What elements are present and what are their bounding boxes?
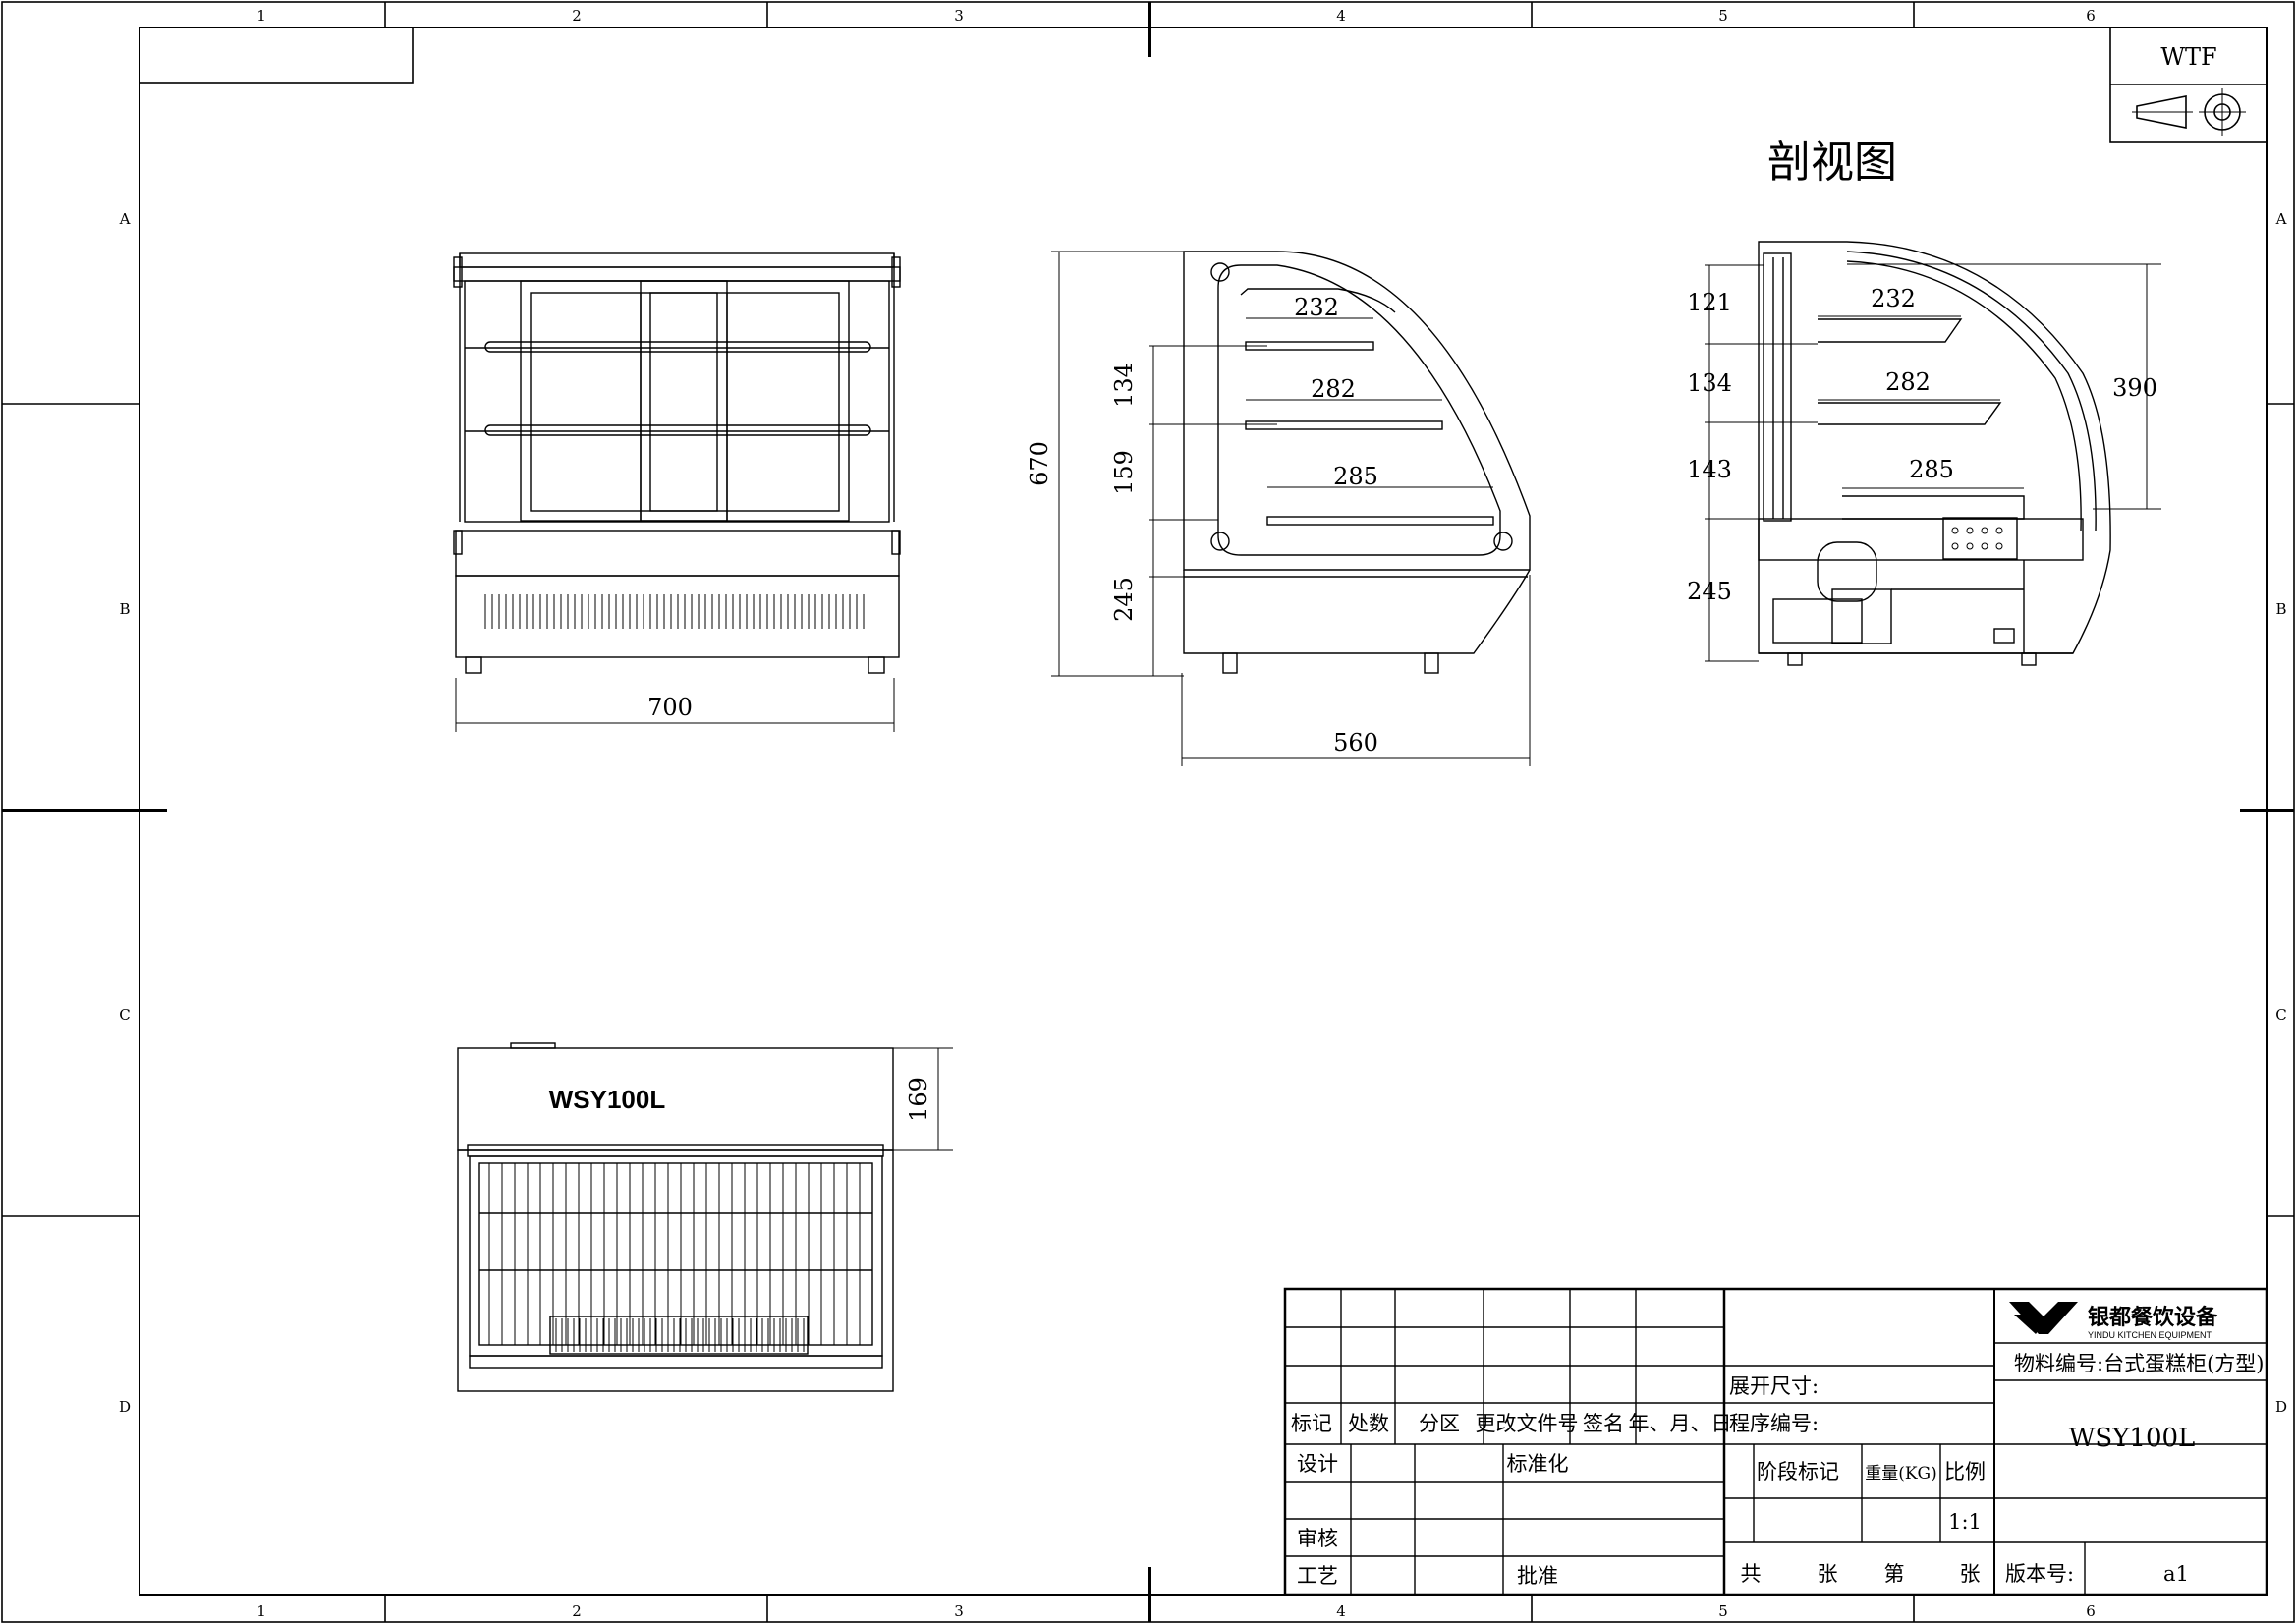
side-total-height: 670 — [1026, 441, 1053, 486]
front-width-dim: 700 — [647, 694, 693, 721]
section-dim-143: 143 — [1687, 456, 1732, 483]
section-view-labels: 121 134 143 245 232 282 285 390 — [1687, 285, 2157, 605]
col-label: 5 — [1718, 1602, 1728, 1620]
label-program-no: 程序编号: — [1729, 1412, 1819, 1435]
label-weight: 重量(KG) — [1865, 1464, 1937, 1484]
col-label: 3 — [954, 7, 964, 25]
row-label: D — [2275, 1398, 2287, 1416]
section-shelf-dim-232: 232 — [1871, 285, 1916, 312]
label-unfold-size: 展开尺寸: — [1729, 1374, 1819, 1398]
label-sheet-no: 第 — [1884, 1562, 1905, 1586]
header-mark: 标记 — [1291, 1412, 1332, 1435]
col-label: 2 — [572, 7, 582, 25]
label-sheet-unit: 张 — [1960, 1562, 1981, 1586]
col-label: 1 — [256, 1602, 266, 1620]
side-depth-dim: 560 — [1333, 729, 1378, 756]
header-sign: 签名 — [1583, 1412, 1624, 1435]
side-shelf-dim-282: 282 — [1311, 375, 1356, 403]
row-label: C — [2275, 1006, 2286, 1024]
title-block — [1283, 1287, 2268, 1596]
label-design: 设计 — [1297, 1452, 1338, 1476]
header-count: 处数 — [1348, 1412, 1389, 1435]
label-scale: 比例 — [1944, 1460, 1986, 1484]
top-view — [457, 1042, 953, 1392]
header-date: 年、月、日 — [1629, 1412, 1732, 1435]
row-label: B — [2275, 600, 2286, 618]
top-view-model: WSY100L — [549, 1085, 666, 1114]
label-standardize: 标准化 — [1507, 1452, 1569, 1476]
col-label: 4 — [1336, 7, 1346, 25]
header-zone: 分区 — [1419, 1412, 1460, 1435]
col-label: 6 — [2086, 1602, 2096, 1620]
col-label: 5 — [1718, 7, 1728, 25]
row-label: B — [119, 600, 130, 618]
label-stage-mark: 阶段标记 — [1757, 1460, 1839, 1484]
row-label: D — [119, 1398, 131, 1416]
section-dim-121: 121 — [1687, 289, 1732, 316]
value-version: a1 — [2163, 1562, 2189, 1586]
label-review: 审核 — [1297, 1527, 1338, 1550]
side-shelf-dim-285: 285 — [1333, 463, 1378, 490]
title-block-text: 标记 处数 分区 更改文件号 签名 年、月、日 设计 标准化 审核 工艺 批准 … — [1291, 1305, 2264, 1588]
side-dim-159: 159 — [1110, 450, 1138, 495]
projection-symbol: WTF — [2109, 27, 2268, 143]
col-label: 4 — [1336, 1602, 1346, 1620]
company-name: 银都餐饮设备 — [2088, 1305, 2218, 1330]
value-scale: 1:1 — [1948, 1510, 1982, 1534]
header-change-doc: 更改文件号 — [1476, 1412, 1579, 1435]
section-dim-245: 245 — [1687, 578, 1732, 605]
section-title: 剖视图 — [1767, 138, 1897, 188]
label-total: 共 — [1741, 1562, 1762, 1586]
label-version: 版本号: — [2005, 1562, 2074, 1586]
section-right-dim-390: 390 — [2112, 374, 2157, 402]
material-number: 物料编号:台式蛋糕柜(方型) — [2014, 1352, 2264, 1375]
side-dim-245: 245 — [1110, 577, 1138, 622]
col-label: 6 — [2086, 7, 2096, 25]
side-view-labels: 670 134 159 245 232 282 285 560 — [1026, 294, 1378, 756]
section-shelf-dim-285: 285 — [1909, 456, 1954, 483]
projection-mark: WTF — [2160, 43, 2216, 71]
label-process: 工艺 — [1297, 1564, 1338, 1588]
model-number: WSY100L — [2069, 1424, 2196, 1453]
col-label: 1 — [256, 7, 266, 25]
label-approve: 批准 — [1517, 1564, 1558, 1588]
section-shelf-dim-282: 282 — [1885, 368, 1931, 396]
label-sheets: 张 — [1818, 1562, 1838, 1586]
row-label: A — [119, 210, 131, 228]
row-label: A — [2275, 210, 2287, 228]
row-label: C — [119, 1006, 130, 1024]
section-view — [1705, 241, 2161, 666]
section-dim-134: 134 — [1687, 369, 1732, 397]
front-view — [453, 252, 901, 732]
side-view — [1051, 251, 1531, 766]
col-label: 2 — [572, 1602, 582, 1620]
company-subtitle: YINDU KITCHEN EQUIPMENT — [2088, 1330, 2212, 1340]
col-label: 3 — [954, 1602, 964, 1620]
top-view-dim-169: 169 — [905, 1077, 932, 1122]
zone-labels: 1 2 3 4 5 6 1 2 3 4 5 6 A B C D A B C D — [119, 7, 2287, 1620]
side-dim-134: 134 — [1110, 363, 1138, 408]
side-shelf-dim-232: 232 — [1294, 294, 1339, 321]
